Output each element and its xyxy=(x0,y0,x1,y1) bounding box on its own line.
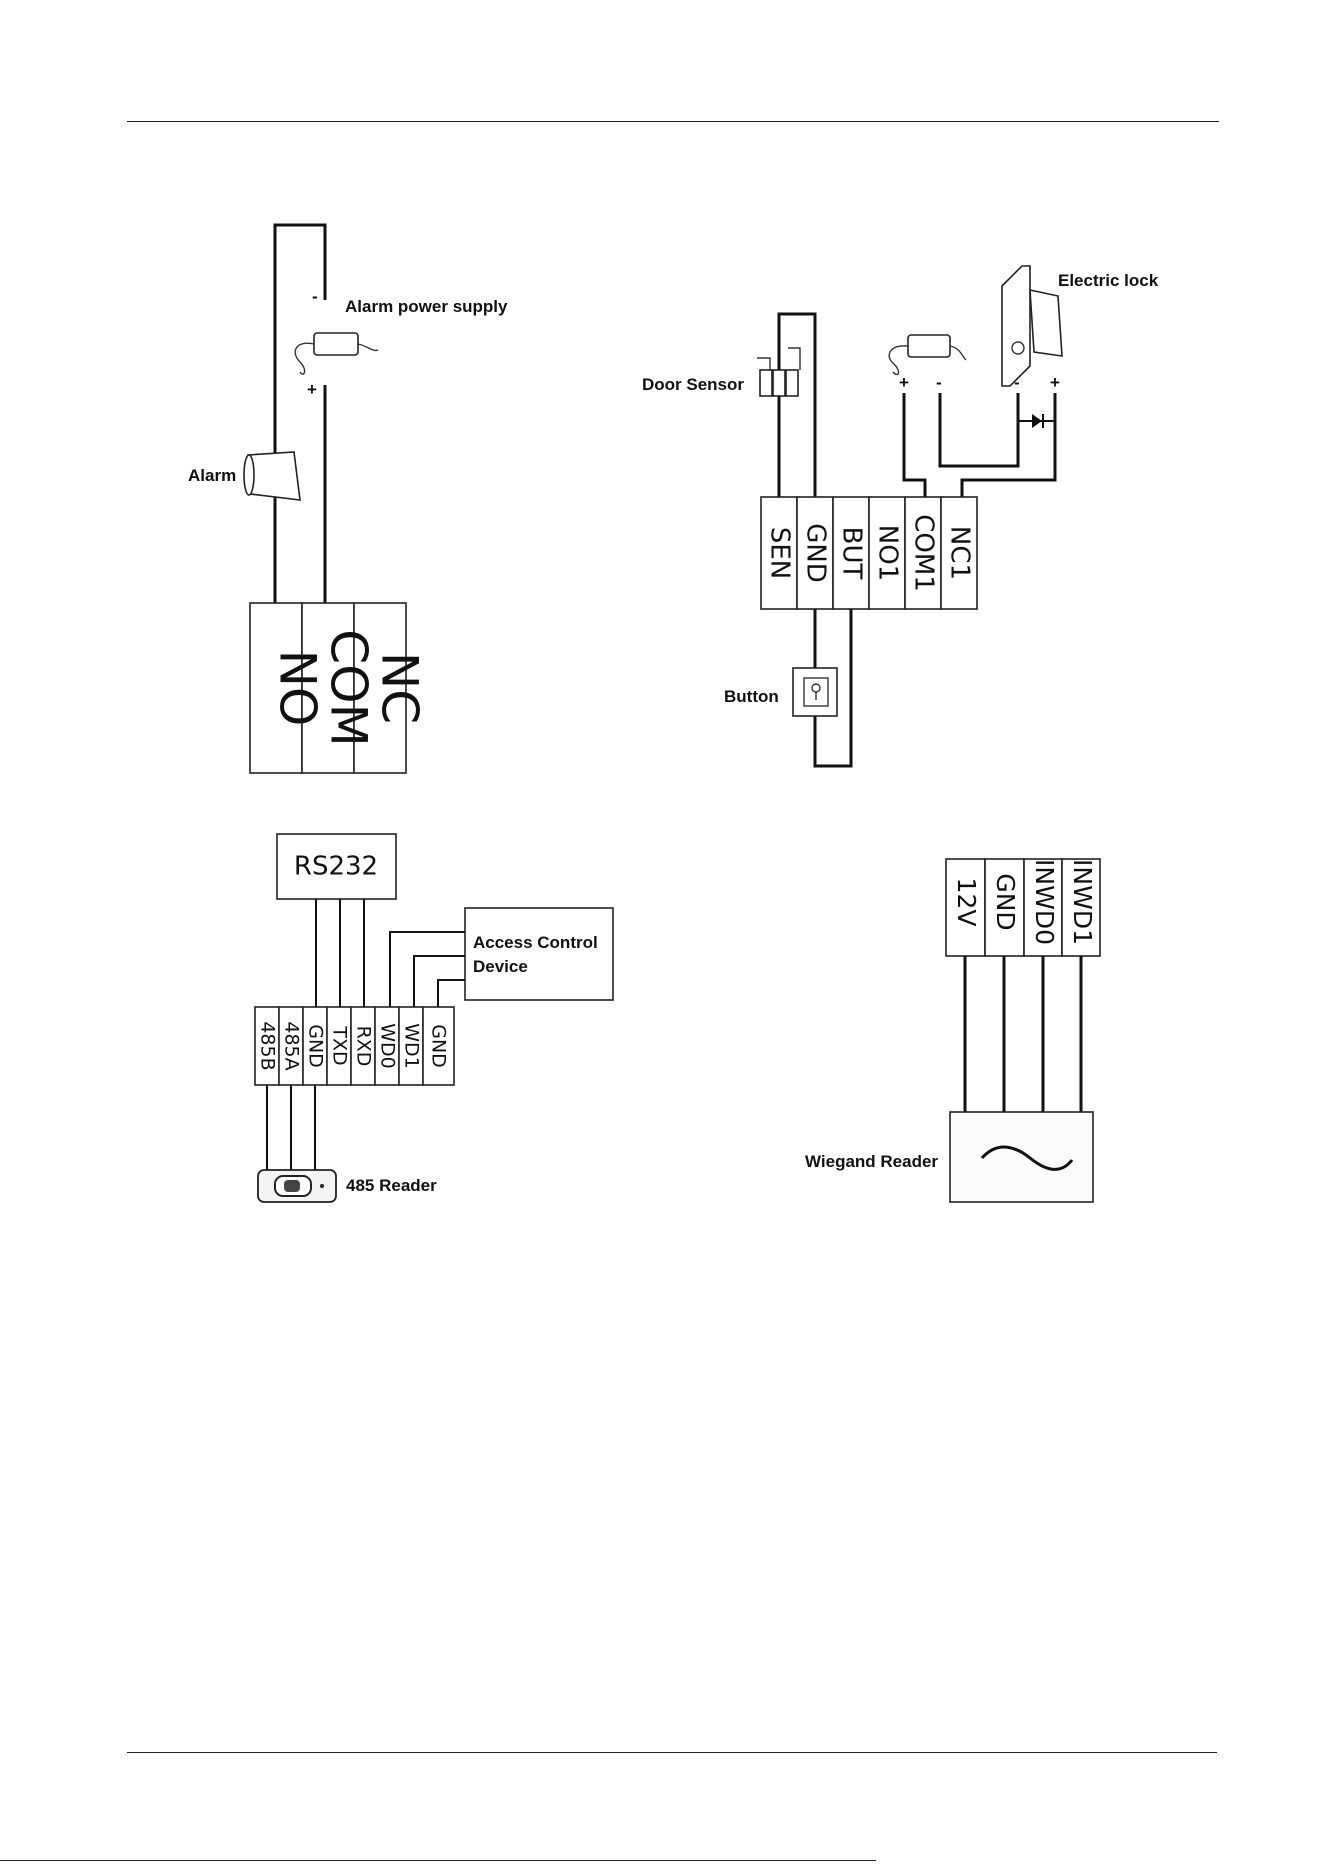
terminal-no: NO xyxy=(269,650,327,727)
button-label: Button xyxy=(724,687,779,706)
wd1-wire xyxy=(414,956,465,1007)
lock-sign-2: - xyxy=(936,373,942,392)
terminal-gnd-1: GND xyxy=(305,1024,327,1068)
lock-sign-4: + xyxy=(1050,373,1060,392)
terminal-inwd1: INWD1 xyxy=(1068,859,1097,945)
alarm-power-supply-label: Alarm power supply xyxy=(345,297,508,316)
gnd-access-wire xyxy=(438,980,465,1007)
lock-positive-wire xyxy=(904,393,925,497)
alarm-horn-icon xyxy=(244,452,300,500)
terminal-com1: COM1 xyxy=(909,514,939,592)
exit-button-icon xyxy=(793,668,837,716)
terminal-txd: TXD xyxy=(329,1025,351,1065)
wd0-wire xyxy=(390,932,465,1007)
terminal-com: COM xyxy=(320,629,378,746)
door-sensor-label: Door Sensor xyxy=(642,375,744,394)
electric-lock-label: Electric lock xyxy=(1058,271,1159,290)
rs-wiring-diagram: RS232 Access Control Device 485B 485A GN… xyxy=(255,834,613,1202)
terminal-inwd0: INWD0 xyxy=(1030,859,1059,945)
alarm-loop-wire xyxy=(275,225,325,603)
alarm-wiring-diagram: - + Alarm power supply Alarm NO COM NC xyxy=(188,225,508,773)
access-label-line2: Device xyxy=(473,957,528,976)
access-control-box xyxy=(465,908,613,1000)
terminal-rxd: RXD xyxy=(353,1026,375,1067)
wiegand-wiring-diagram: 12V GND INWD0 INWD1 Wiegand Reader xyxy=(805,859,1100,1202)
lock-negative-wire xyxy=(940,393,1018,466)
alarm-plus-sign: + xyxy=(307,380,317,399)
wiegand-reader-icon xyxy=(950,1112,1093,1202)
terminal-nc: NC xyxy=(371,652,429,724)
alarm-minus-sign: - xyxy=(312,287,318,306)
terminal-nc1: NC1 xyxy=(945,526,975,580)
alarm-power-supply-icon xyxy=(295,333,378,374)
alarm-label: Alarm xyxy=(188,466,236,485)
wiegand-reader-label: Wiegand Reader xyxy=(805,1152,938,1171)
rs232-label: RS232 xyxy=(294,852,378,882)
terminal-485b: 485B xyxy=(257,1021,279,1070)
lock-sign-1: + xyxy=(899,373,909,392)
terminal-485a: 485A xyxy=(281,1021,303,1070)
door-sensor-wire xyxy=(779,314,815,497)
lock-sign-3: - xyxy=(1014,373,1020,392)
terminal-12v: 12V xyxy=(952,878,981,927)
terminal-wd0: WD0 xyxy=(377,1023,399,1069)
terminal-sen: SEN xyxy=(765,527,795,579)
electric-lock-icon xyxy=(1002,266,1062,386)
terminal-no1: NO1 xyxy=(873,525,903,581)
diode-icon xyxy=(1018,414,1055,428)
lock-wiring-diagram: Door Sensor Electric lock + - - + xyxy=(642,266,1159,766)
lock-nc-wire xyxy=(962,393,1055,497)
terminal-gnd-2: GND xyxy=(428,1024,450,1068)
485-reader-label: 485 Reader xyxy=(346,1176,437,1195)
terminal-wd1: WD1 xyxy=(401,1023,423,1069)
lock-power-supply-icon xyxy=(889,335,966,374)
terminal-but: BUT xyxy=(837,527,867,580)
485-reader-icon xyxy=(258,1170,336,1202)
terminal-gnd: GND xyxy=(801,523,831,583)
access-label-line1: Access Control xyxy=(473,933,598,952)
terminal-wiegand-gnd: GND xyxy=(991,873,1020,930)
